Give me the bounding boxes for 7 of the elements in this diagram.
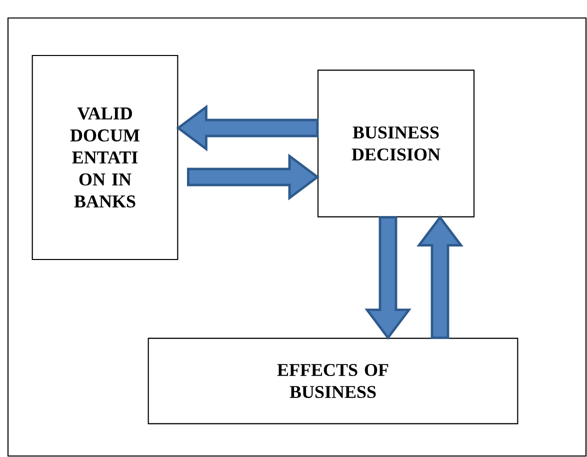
text-box: EFFECTS OF BUSINESS: [148, 338, 518, 424]
text-box: BUSINESS DECISION: [317, 70, 475, 218]
block-arrow: [364, 216, 412, 340]
block-arrow: [176, 104, 319, 152]
block-arrow: [416, 215, 464, 339]
block-arrow: [187, 154, 320, 200]
text-box: VALID DOCUM ENTATI ON IN BANKS: [32, 54, 178, 260]
